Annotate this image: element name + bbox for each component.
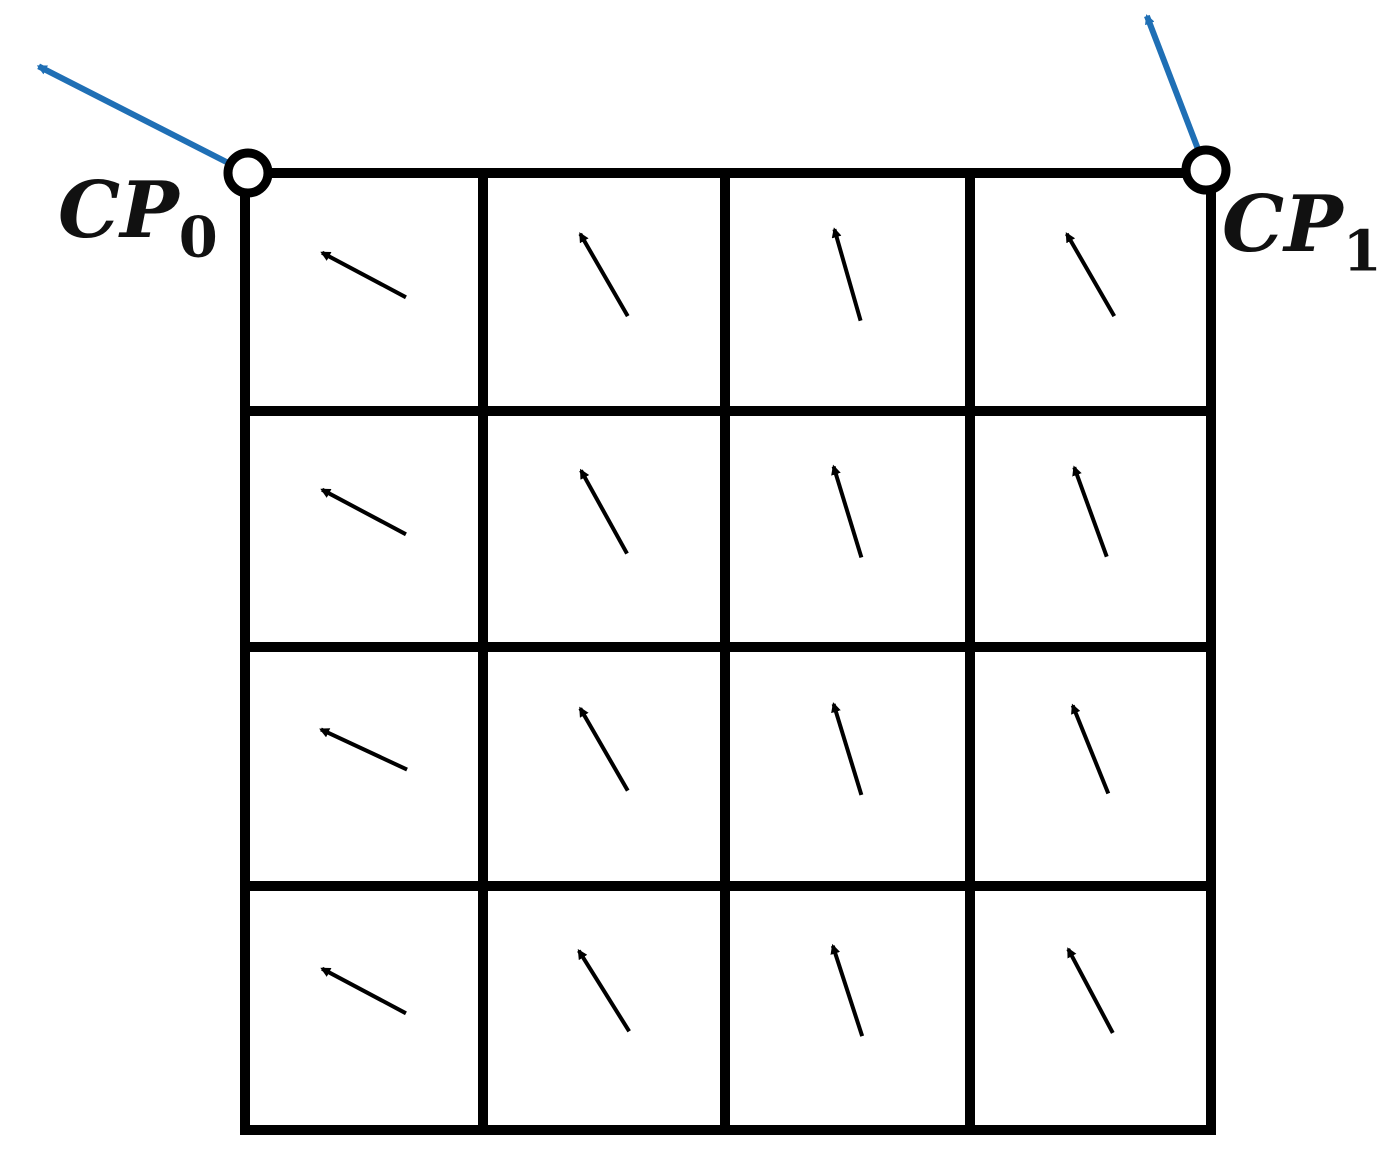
cell-vector-r3-c3	[1066, 947, 1115, 1034]
cell-vector-r1-c1	[579, 468, 629, 555]
cp1-label-main: CP	[1222, 179, 1343, 270]
control-point-label-cp1: CP1	[1222, 186, 1382, 280]
cp0-vector	[36, 63, 250, 176]
cp1-vector	[1144, 14, 1209, 172]
cell-vector-r0-c1	[578, 232, 630, 318]
cell-vector-r1-c3	[1072, 465, 1109, 558]
grid-lines	[240, 168, 1216, 1135]
cell-vector-r1-c0	[320, 487, 407, 537]
cp1-handle	[1181, 145, 1231, 195]
cell-vector-r2-c0	[319, 727, 408, 772]
cp0-handle	[223, 148, 273, 198]
control-point-label-cp0: CP0	[58, 172, 218, 266]
cell-vector-r2-c1	[578, 706, 630, 792]
cell-vector-r1-c2	[831, 464, 864, 559]
control-points	[36, 14, 1231, 198]
cell-vector-r0-c2	[831, 227, 863, 322]
cell-vectors	[319, 227, 1116, 1037]
cp0-label-main: CP	[58, 165, 179, 256]
cell-vector-r3-c2	[830, 943, 865, 1037]
cell-vector-r3-c1	[577, 949, 631, 1033]
cell-vector-r0-c3	[1065, 232, 1116, 318]
cell-vector-r3-c0	[320, 966, 407, 1016]
cp0-label-subscript: 0	[178, 204, 218, 271]
cell-vector-r0-c0	[320, 250, 407, 300]
cp1-label-subscript: 1	[1342, 218, 1382, 285]
cell-vector-r2-c3	[1070, 703, 1111, 795]
cell-vector-r2-c2	[831, 702, 864, 796]
